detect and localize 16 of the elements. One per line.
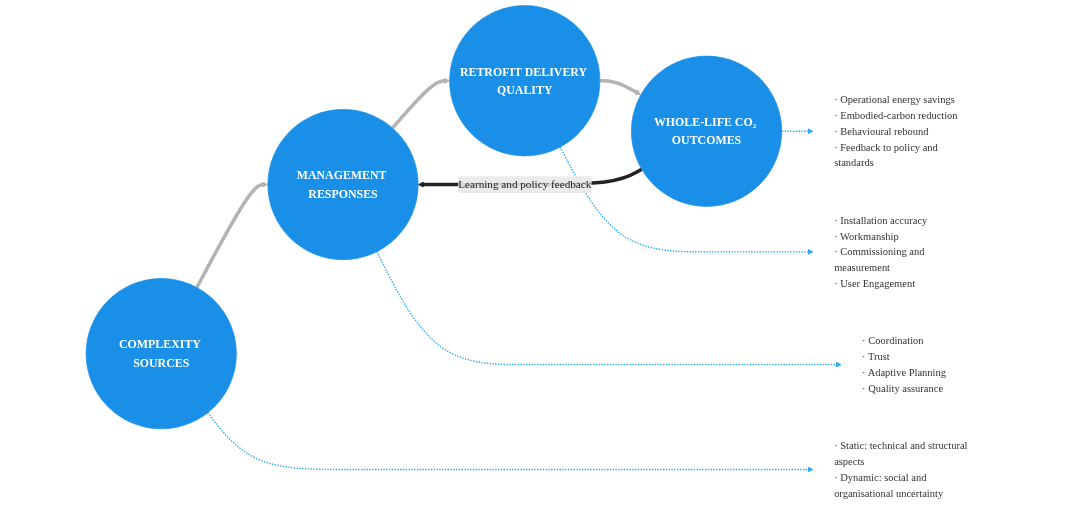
arrow [781, 128, 814, 135]
arrow [376, 250, 842, 368]
arrow [206, 412, 814, 473]
node-text: · Coordination · Trust · Adaptive Planning · Quality assurance [862, 335, 946, 394]
edge-label: Learning and policy feedback [458, 178, 592, 191]
arrow [195, 181, 269, 289]
node-circle: RETROFIT DELIVERY QUALITY [449, 5, 601, 157]
node-circle: COMPLEXITY SOURCES [85, 278, 237, 430]
node-text: · Installation accuracy · Workmanship · Commissioning and measurement · User Engagement [834, 214, 928, 289]
node-text: · Operational energy savings · Embodied-carbon reduction · Behavioural rebound · Feedback to policy and standards [834, 94, 958, 169]
node-text: · Static: technical and structural aspects · Dynamic: social and organisational uncertainty [834, 440, 968, 499]
arrow [391, 77, 450, 130]
node-circle: WHOLE-LIFE CO₂ OUTCOMES [631, 55, 783, 207]
arrow [599, 79, 642, 96]
node-circle: MANAGEMENT RESPONSES [267, 109, 419, 261]
arrow [559, 146, 814, 255]
